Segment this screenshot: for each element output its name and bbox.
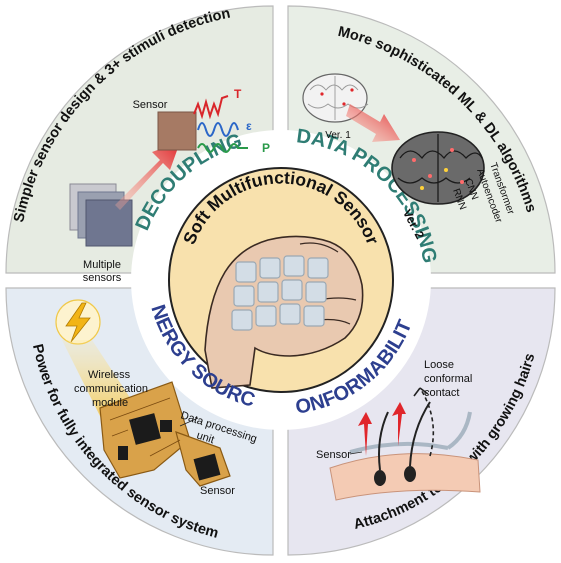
ver1-label: Ver. 1 <box>325 130 351 141</box>
lightning-bolt-icon <box>65 302 91 343</box>
signal-strain <box>197 122 239 137</box>
flexible-circuit-board <box>99 381 231 487</box>
hair-1 <box>378 411 389 471</box>
sensor-label-bottom-right: Sensor <box>316 449 351 461</box>
growth-arrow-1 <box>358 412 372 456</box>
sensor-film <box>349 441 449 454</box>
growth-arrow-2 <box>392 402 406 446</box>
signal-pressure <box>197 143 248 153</box>
decoupling-illustration: Multiple sensors Sensor T ε P <box>69 87 270 284</box>
signal-label-epsilon: ε <box>246 119 252 133</box>
signal-label-p: P <box>262 141 270 155</box>
multiple-sensors-stack <box>85 199 133 247</box>
sensor-patch-grid <box>231 255 329 331</box>
brain-ver2 <box>391 131 485 205</box>
sensor-label-top-left: Sensor <box>133 99 168 111</box>
loose-label-2: conformal <box>424 373 472 385</box>
multiple-sensors-label-2: sensors <box>83 272 122 284</box>
multiple-sensors-label-1: Multiple <box>83 259 121 271</box>
signal-label-t: T <box>234 87 242 101</box>
loose-label-3: contact <box>424 387 459 399</box>
data-red-arrow <box>346 104 400 142</box>
wireless-label-3: module <box>92 397 128 409</box>
single-sensor <box>157 111 197 151</box>
hand-illustration <box>204 235 364 389</box>
brain-ver1 <box>302 73 369 123</box>
wireless-label-1: Wireless <box>88 369 131 381</box>
curved-dashed-arrow <box>419 387 435 457</box>
loose-label-1: Loose <box>424 359 454 371</box>
conformability-illustration: Loose conformal contact Sensor <box>316 359 481 501</box>
decoupling-red-arrow <box>115 142 180 210</box>
wireless-label-2: communication <box>74 383 148 395</box>
lifted-film-edge <box>446 411 472 450</box>
hair-2 <box>409 401 431 467</box>
sensor-label-bottom-left: Sensor <box>200 485 235 497</box>
signal-temperature <box>193 95 229 120</box>
dpu-label-2: unit <box>195 429 216 446</box>
